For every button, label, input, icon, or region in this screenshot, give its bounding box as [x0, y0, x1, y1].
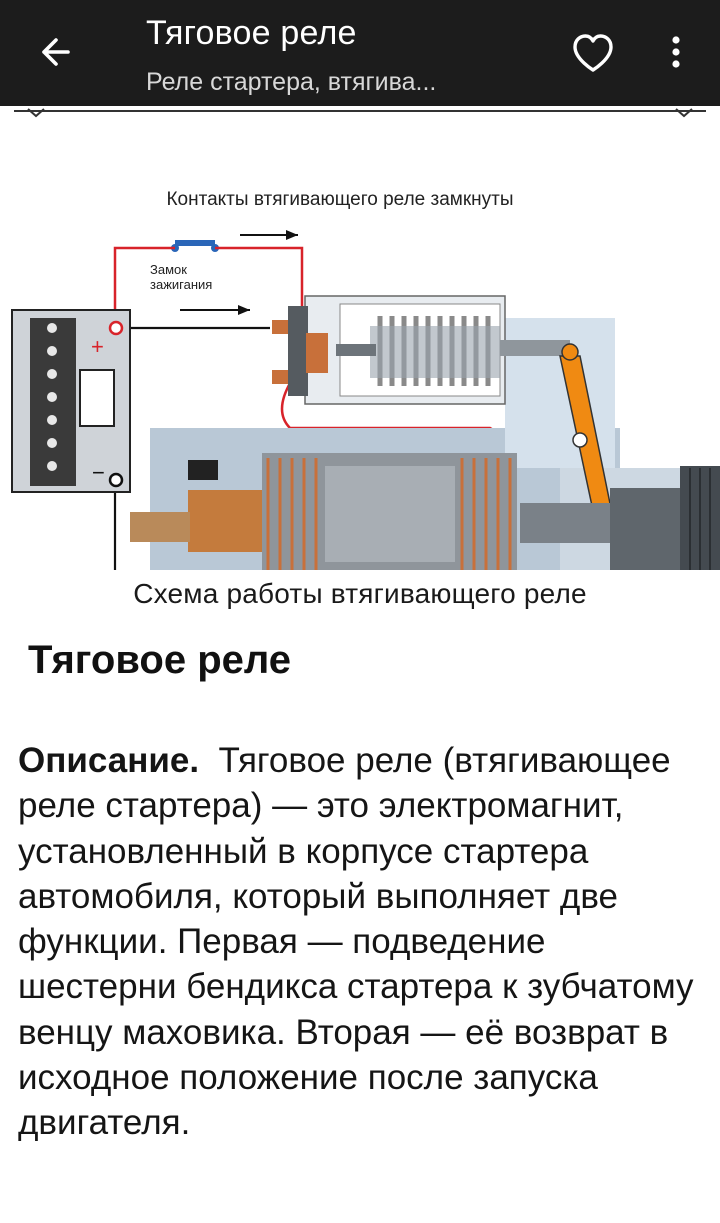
plus-terminal: +: [91, 334, 104, 359]
heart-outline-icon: [573, 34, 613, 72]
description-paragraph: Описание. Тяговое реле (втягивающее реле…: [18, 738, 708, 1146]
ignition-label-2: зажигания: [150, 277, 212, 292]
more-vert-icon: [672, 36, 680, 68]
minus-terminal: −: [92, 460, 105, 485]
figure-caption: Схема работы втягивающего реле: [133, 578, 587, 609]
ignition-label-1: Замок: [150, 262, 187, 277]
more-options-button[interactable]: [654, 28, 698, 80]
page-title: Тяговое реле: [146, 14, 357, 52]
diagram-header: Контакты втягивающего реле замкнуты: [166, 189, 513, 210]
back-button[interactable]: [30, 24, 86, 80]
description-label: Описание.: [18, 741, 200, 780]
section-title: Тяговое реле: [28, 638, 292, 682]
favorite-button[interactable]: [566, 28, 620, 80]
page-subtitle: Реле стартера, втягива...: [146, 68, 437, 96]
relay-diagram: Контакты втягивающего реле замкнуты Замо…: [0, 108, 720, 570]
description-text: Тяговое реле (втягивающее реле стартера)…: [18, 741, 694, 1143]
app-bar: Тяговое реле Реле стартера, втягива...: [0, 0, 720, 106]
arrow-left-icon: [42, 38, 70, 66]
